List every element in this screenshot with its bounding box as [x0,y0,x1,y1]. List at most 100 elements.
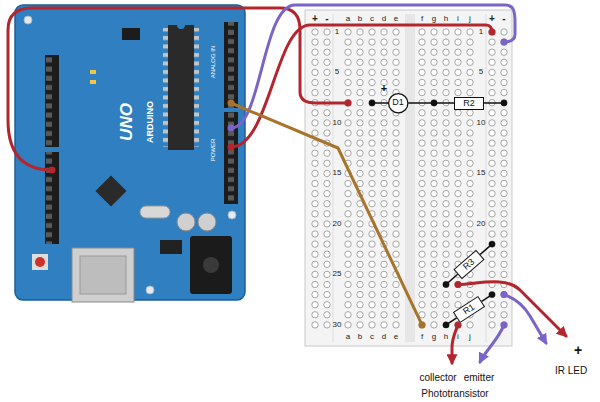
breadboard-hole [357,89,363,95]
breadboard-hole [357,251,363,257]
breadboard-hole [324,110,330,116]
breadboard-hole [489,49,495,55]
breadboard-hole [369,120,375,126]
breadboard-hole [501,211,507,217]
breadboard-hole [467,170,473,176]
breadboard-hole [345,251,351,257]
breadboard-hole [345,211,351,217]
breadboard-hole [455,39,461,45]
arduino-board [177,21,185,29]
breadboard-hole [312,211,318,217]
breadboard-hole [357,322,363,328]
breadboard-hole [431,241,437,247]
diode-outline [388,93,407,112]
breadboard-hole [381,59,387,65]
breadboard-hole [312,180,318,186]
breadboard-hole [489,39,495,45]
row-number: 5 [335,68,339,76]
breadboard-hole [443,312,449,318]
breadboard-hole [369,140,375,146]
breadboard-hole [345,140,351,146]
column-letter: g [432,15,436,23]
breadboard-hole [324,302,330,308]
breadboard-hole [345,49,351,55]
breadboard-hole [443,170,449,176]
breadboard-hole [489,170,495,176]
breadboard-hole [345,302,351,308]
breadboard-hole [489,29,495,35]
breadboard-hole [369,160,375,166]
breadboard-hole [357,261,363,267]
arduino-board [45,152,59,244]
breadboard-hole [501,291,507,297]
row-number: 1 [479,28,483,36]
polarity-mark: + [574,343,582,357]
breadboard-hole [324,241,330,247]
column-letter: e [394,15,398,23]
breadboard-hole [345,180,351,186]
breadboard [486,14,487,342]
breadboard-hole [431,130,437,136]
breadboard-hole [419,281,425,287]
breadboard-hole [455,140,461,146]
arduino-board [122,28,140,40]
breadboard-hole [312,130,318,136]
breadboard-hole [369,180,375,186]
breadboard-hole [467,79,473,85]
breadboard-hole [324,170,330,176]
breadboard-hole [345,59,351,65]
breadboard-hole [467,130,473,136]
lead-dots [443,281,449,287]
breadboard-hole [393,180,399,186]
jumper-wires [8,5,566,363]
wire-ends [419,321,426,328]
breadboard-hole [393,221,399,227]
breadboard-hole [443,291,449,297]
board-marking: ANALOG IN [210,46,216,79]
breadboard-hole [381,120,387,126]
breadboard-hole [467,29,473,35]
arduino-board [198,213,216,231]
arduino-board [15,5,245,302]
breadboard-hole [501,100,507,106]
rail-polarity: - [325,14,328,24]
breadboard-hole [345,312,351,318]
breadboard-hole [431,312,437,318]
purple-wire [480,325,504,362]
component-lead [408,102,454,104]
breadboard-hole [393,302,399,308]
breadboard-hole [393,201,399,207]
breadboard-hole [312,160,318,166]
component-leads [372,103,504,325]
breadboard-hole [345,221,351,227]
breadboard-hole [501,160,507,166]
arduino-board [146,286,154,294]
breadboard-hole [312,69,318,75]
breadboard-hole [501,170,507,176]
breadboard-hole [369,29,375,35]
breadboard-hole [324,69,330,75]
breadboard-hole [381,302,387,308]
breadboard-hole [501,271,507,277]
wire-ends [501,39,508,46]
arduino-board [140,206,170,218]
breadboard-hole [324,59,330,65]
breadboard-hole [312,89,318,95]
breadboard-hole [324,120,330,126]
breadboard-hole [324,180,330,186]
breadboard-hole [419,120,425,126]
breadboard-hole [381,110,387,116]
breadboard-hole [369,312,375,318]
breadboard-hole [455,49,461,55]
breadboard-hole [357,29,363,35]
arduino-board [24,16,32,24]
breadboard-hole [312,281,318,287]
breadboard-hole [419,29,425,35]
column-letter: e [394,333,398,341]
breadboard-hole [443,130,449,136]
wire-ends [228,144,235,151]
breadboard-hole [455,150,461,156]
breadboard-hole [369,251,375,257]
breadboard-hole [431,302,437,308]
